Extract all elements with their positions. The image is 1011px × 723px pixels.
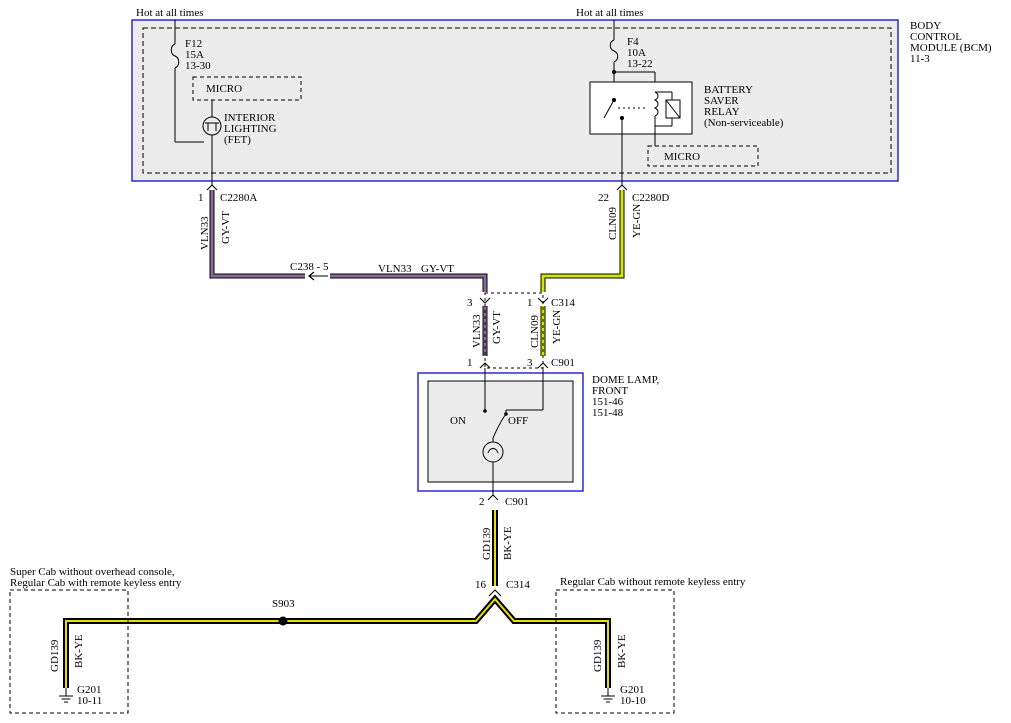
bcm-label-3: MODULE (BCM) [910, 42, 992, 54]
ground-left-name: G201 [77, 684, 101, 696]
bulb-icon [482, 441, 504, 496]
dome-label-4: 151-48 [592, 407, 624, 419]
ground-left-ref: 10-11 [77, 695, 102, 707]
fuse-f12-rating: 15A [185, 49, 204, 61]
fet-transistor-icon [202, 100, 222, 186]
micro-box-1 [192, 76, 302, 101]
c314-bottom-pin: 16 [475, 579, 487, 591]
fuse-f4-junction [612, 70, 616, 74]
switch-on-label: ON [450, 415, 466, 427]
ground-left-icon [59, 688, 73, 703]
c314-connector-icon-right [537, 297, 549, 304]
micro-label-2: MICRO [664, 151, 700, 163]
c901-connector-icon-right [537, 362, 549, 369]
cln09-circuit-top: CLN09 [607, 207, 619, 241]
c314-pin-right: 1 [527, 297, 533, 309]
c901-name-top: C901 [551, 357, 575, 369]
fuse-f12-name: F12 [185, 38, 202, 50]
c901-pin-left: 1 [467, 357, 473, 369]
c901-connector-icon-left [479, 362, 491, 369]
relay-label-4: (Non-serviceable) [704, 117, 784, 129]
switch-off-label: OFF [508, 415, 528, 427]
switch-off-contact [504, 412, 508, 416]
dome-lamp-outer-box [417, 372, 584, 492]
option-box-right [555, 589, 675, 714]
c2280a-connector-icon [206, 184, 218, 191]
bcm-label-1: BODY [910, 20, 941, 32]
relay-label-1: BATTERY [704, 84, 753, 96]
fuse-f4-rating: 10A [627, 47, 646, 59]
interior-label-3: (FET) [224, 134, 251, 146]
vln33-color-left: GY-VT [220, 211, 232, 244]
dome-label-1: DOME LAMP, [592, 374, 659, 386]
bcm-label-4: 11-3 [910, 53, 930, 65]
c901-bottom-connector-icon [487, 494, 499, 501]
vln33-color-top: GY-VT [421, 263, 454, 275]
ground-right-icon [601, 688, 615, 703]
interior-label-2: LIGHTING [224, 123, 277, 135]
note-right: Regular Cab without remote keyless entry [560, 576, 746, 588]
vln33-circuit-top: VLN33 [378, 263, 412, 275]
c314-name-top: C314 [551, 297, 575, 309]
c2280a-name: C2280A [220, 192, 257, 204]
gd139-color-right: BK-YE [616, 634, 628, 668]
vln33-circuit-mid: VLN33 [471, 314, 483, 348]
interior-label-1: INTERIOR [224, 112, 276, 124]
hot-left-label: Hot at all times [136, 7, 204, 19]
bcm-label-2: CONTROL [910, 31, 962, 43]
relay-label-2: SAVER [704, 95, 739, 107]
c314-bottom-name: C314 [506, 579, 530, 591]
fuse-f12-ref: 13-30 [185, 60, 211, 72]
splice-s903-dot [278, 616, 288, 626]
bcm-box [131, 19, 899, 182]
cln09-color-top: YE-GN [631, 204, 643, 238]
micro-label-1: MICRO [206, 83, 242, 95]
c901-bottom-name: C901 [505, 496, 529, 508]
c314-pin-left: 3 [467, 297, 473, 309]
relay-label-3: RELAY [704, 106, 740, 118]
c314-bottom-connector-icon [488, 589, 502, 597]
gd139-circuit-right: GD139 [592, 639, 604, 672]
c901-bottom-pin: 2 [479, 496, 485, 508]
option-box-left [9, 589, 129, 714]
dome-label-3: 151-46 [592, 396, 624, 408]
vln33-color-mid: GY-VT [491, 311, 503, 344]
gd139-circuit-left: GD139 [49, 639, 61, 672]
c2280d-connector-icon [616, 184, 628, 191]
note-left-2: Regular Cab with remote keyless entry [10, 577, 182, 589]
ground-right-name: G201 [620, 684, 644, 696]
cln09-color-mid: YE-GN [551, 310, 563, 344]
gd139-color-center: BK-YE [502, 526, 514, 560]
gd139-color-left: BK-YE [73, 634, 85, 668]
battery-saver-relay [589, 81, 693, 186]
fuse-f4-ref: 13-22 [627, 58, 653, 70]
c314-connector-icon-left [479, 297, 491, 304]
micro-box-2 [647, 145, 759, 167]
c2280d-pin: 22 [598, 192, 609, 204]
gd139-circuit-center: GD139 [481, 527, 493, 560]
ground-right-ref: 10-10 [620, 695, 646, 707]
fuse-f4-name: F4 [627, 36, 639, 48]
switch-on-contact [483, 409, 487, 413]
splice-s903-label: S903 [272, 598, 295, 610]
hot-right-label: Hot at all times [576, 7, 644, 19]
fuse-f12 [170, 20, 204, 143]
note-left-1: Super Cab without overhead console, [10, 566, 175, 578]
dome-lamp-inner-box [427, 380, 574, 483]
c901-pin-right: 3 [527, 357, 533, 369]
bcm-inner-dashed [142, 27, 892, 174]
vln33-circuit-left: VLN33 [199, 216, 211, 250]
c2280d-name: C2280D [632, 192, 669, 204]
wire-vln33-color [210, 190, 487, 292]
c2280a-pin: 1 [198, 192, 204, 204]
dome-label-2: FRONT [592, 385, 628, 397]
c314-c901-dashed-frame [484, 292, 544, 369]
c238-label: C238 - 5 [290, 261, 329, 273]
wire-gd139 [63, 510, 611, 688]
cln09-circuit-mid: CLN09 [529, 315, 541, 349]
